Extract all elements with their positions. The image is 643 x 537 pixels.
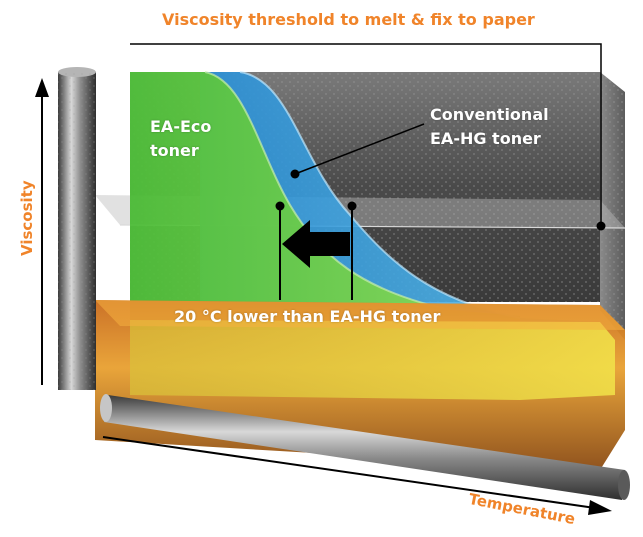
bottom-roller	[100, 394, 630, 500]
threshold-title: Viscosity threshold to melt & fix to pap…	[162, 10, 535, 29]
temperature-difference-label: 20 °C lower than EA-HG toner	[174, 307, 441, 326]
threshold-leader-line	[130, 43, 602, 226]
temperature-difference-marker	[275, 201, 357, 300]
conventional-label: Conventional EA-HG toner	[430, 103, 549, 151]
conventional-label-line1: Conventional	[430, 105, 549, 124]
y-axis-label: Viscosity	[18, 180, 36, 256]
left-arrow-icon	[282, 220, 350, 268]
temperature-axis	[102, 436, 612, 515]
conventional-leader-line	[294, 123, 425, 175]
viscosity-axis	[35, 78, 49, 385]
conventional-label-line2: EA-HG toner	[430, 129, 541, 148]
ea-eco-label-line1: EA-Eco	[150, 117, 212, 136]
ea-eco-label: EA-Eco toner	[150, 115, 211, 163]
ea-eco-toner-curve	[130, 72, 520, 330]
roller-icon	[58, 67, 96, 390]
ea-eco-label-line2: toner	[150, 141, 199, 160]
